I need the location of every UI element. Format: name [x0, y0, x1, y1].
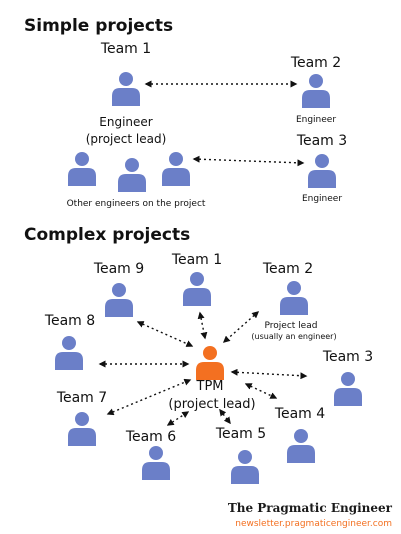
complex-projects-heading: Complex projects [24, 225, 190, 245]
simple-team1-label: Team 1 [100, 41, 151, 57]
arrow-team1-team3 [192, 155, 305, 167]
lead-label-line1: Engineer [99, 115, 153, 129]
other-engineer-person-icon [162, 152, 190, 186]
arrow-tpm-team9 [136, 321, 194, 347]
team9-person-icon [105, 283, 133, 317]
lead-note-line2: (usually an engineer) [251, 332, 336, 341]
arrow-tpm-team4 [244, 383, 278, 399]
simple-projects-heading: Simple projects [24, 16, 173, 36]
complex-team2-label: Team 2 [262, 261, 313, 277]
team2-role-label: Engineer [296, 115, 336, 125]
team3-role-label: Engineer [302, 194, 342, 204]
complex-team9-label: Team 9 [93, 261, 144, 277]
lead-label-line2: (project lead) [86, 132, 167, 146]
team3-person-icon [334, 372, 362, 406]
other-engineer-person-icon [118, 158, 146, 192]
brand-name: The Pragmatic Engineer [228, 501, 393, 515]
team8-person-icon [55, 336, 83, 370]
arrow-tpm-team3 [230, 368, 308, 380]
tpm-label-line2: (project lead) [168, 397, 255, 412]
team5-person-icon [231, 450, 259, 484]
tpm-label-line1: TPM [196, 379, 224, 394]
complex-team3-label: Team 3 [322, 349, 373, 365]
arrow-tpm-team6 [166, 411, 190, 426]
complex-team5-label: Team 5 [215, 426, 266, 442]
arrow-tpm-team1 [197, 311, 208, 340]
complex-team6-label: Team 6 [125, 429, 176, 445]
tpm-person-icon [196, 346, 224, 380]
complex-team7-label: Team 7 [56, 390, 107, 406]
complex-team4-label: Team 4 [274, 406, 325, 422]
lead-note-line1: Project lead [265, 321, 318, 331]
other-engineers-caption: Other engineers on the project [67, 199, 206, 209]
team6-person-icon [142, 446, 170, 480]
simple-team3-label: Team 3 [296, 133, 347, 149]
complex-team1-label: Team 1 [171, 252, 222, 268]
complex-team8-label: Team 8 [44, 313, 95, 329]
other-engineer-person-icon [68, 152, 96, 186]
team7-person-icon [68, 412, 96, 446]
lead-engineer-person-icon [112, 72, 140, 106]
team2-engineer-person-icon [302, 74, 330, 108]
team4-person-icon [287, 429, 315, 463]
team1-person-icon [183, 272, 211, 306]
brand-url: newsletter.pragmaticengineer.com [235, 519, 392, 529]
team3-engineer-person-icon [308, 154, 336, 188]
team2-person-icon [280, 281, 308, 315]
simple-team2-label: Team 2 [290, 55, 341, 71]
